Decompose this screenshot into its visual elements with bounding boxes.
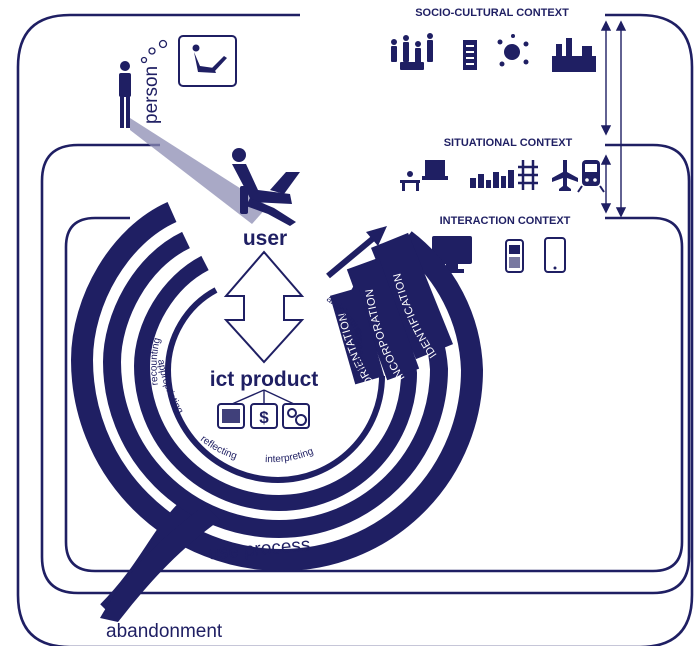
laptop-user-thought-icon bbox=[178, 35, 237, 87]
socio-cultural-label: SOCIO-CULTURAL CONTEXT bbox=[415, 7, 569, 19]
orientation-band bbox=[329, 287, 385, 385]
mobile-phone-icon bbox=[505, 239, 524, 273]
person-figure-icon bbox=[119, 61, 131, 128]
connecting-label: connecting bbox=[352, 327, 365, 378]
situational-label: SITUATIONAL CONTEXT bbox=[444, 137, 573, 149]
progress-arrow-shaft bbox=[326, 233, 378, 279]
desk-workplace-icon bbox=[400, 160, 448, 191]
socio-cultural-frame bbox=[16, 13, 694, 646]
interaction-frame bbox=[64, 216, 684, 573]
situational-frame bbox=[40, 143, 691, 595]
inner-spiral-band bbox=[164, 287, 385, 484]
desktop-monitor-icon bbox=[432, 236, 472, 273]
document-list-icon bbox=[463, 40, 477, 70]
interaction-label: INTERACTION CONTEXT bbox=[440, 215, 571, 227]
dollar-icon: $ bbox=[250, 403, 278, 429]
settings-gears-icon bbox=[282, 403, 310, 429]
factory-icon bbox=[552, 38, 596, 72]
thought-bubble-icon bbox=[140, 39, 168, 64]
tablet-icon bbox=[544, 237, 566, 273]
people-group-icon bbox=[391, 33, 433, 70]
identification-band bbox=[370, 232, 454, 360]
abandonment-exit-band bbox=[100, 505, 220, 622]
product-connectors bbox=[231, 389, 295, 405]
user-label: user bbox=[243, 227, 287, 250]
use-process-spiral-band bbox=[102, 231, 449, 539]
context-range-arrows bbox=[600, 20, 627, 218]
perspective-beam bbox=[130, 118, 268, 224]
globe-network-icon bbox=[497, 34, 529, 67]
product-label: ict product bbox=[210, 368, 319, 391]
train-icon bbox=[577, 160, 605, 193]
railroad-icon bbox=[518, 160, 538, 190]
user-laptop-icon bbox=[232, 148, 300, 226]
city-skyline-icon bbox=[470, 170, 514, 188]
interpreting-label: interpreting bbox=[265, 446, 315, 465]
user-product-double-arrow bbox=[223, 250, 305, 364]
browser-window-icon bbox=[217, 403, 245, 429]
recounting-label: recounting bbox=[149, 337, 163, 386]
svg-text:$: $ bbox=[259, 408, 269, 427]
person-label: person bbox=[141, 66, 162, 124]
incorporation-band bbox=[346, 257, 420, 381]
airplane-icon bbox=[552, 160, 578, 191]
abandonment-label: abandonment bbox=[106, 621, 223, 642]
progress-arrow-head bbox=[366, 226, 387, 246]
